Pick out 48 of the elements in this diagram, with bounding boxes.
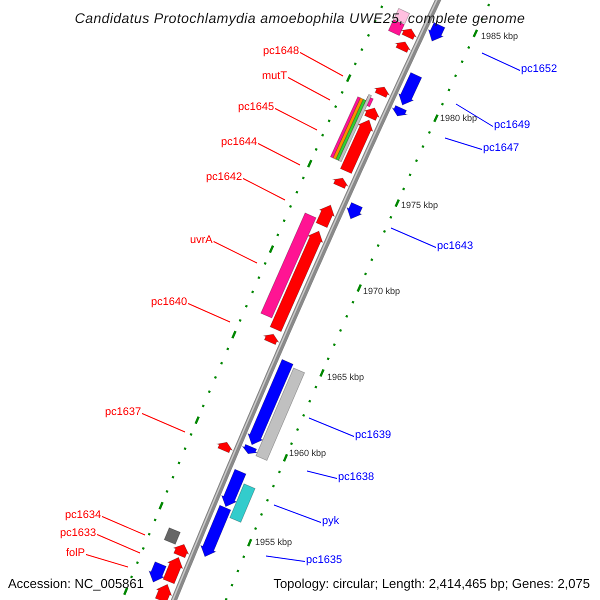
leader-line [274, 504, 322, 523]
position-tick-label: 1970 kbp [363, 286, 400, 296]
gene-label: pc1643 [437, 240, 474, 253]
leader-line [288, 77, 330, 100]
leader-line [266, 556, 306, 562]
gene-label: mutT [262, 70, 288, 83]
gene-label: folP [66, 547, 85, 560]
leader-line [390, 228, 436, 248]
gene-label: pc1634 [65, 509, 102, 522]
gene-label: pc1639 [355, 429, 392, 442]
leader-line [274, 108, 318, 130]
leader-line [102, 516, 146, 536]
diagram-title: Candidatus Protochlamydia amoebophila UWE25, complete genome [74, 10, 526, 26]
genome-info-text: Topology: circular; Length: 2,414,465 bp; Genes: 2,075 [273, 576, 590, 591]
leader-line [242, 178, 286, 200]
leader-line [142, 413, 186, 432]
leader-line [308, 418, 354, 437]
leader-line [213, 241, 258, 264]
position-tick-label: 1980 kbp [440, 113, 478, 123]
gene-label: pc1647 [483, 142, 520, 155]
position-tick-label: 1955 kbp [255, 537, 292, 547]
position-tick-label: 1985 kbp [481, 31, 518, 41]
leader-line [456, 104, 494, 127]
accession-text: Accession: NC_005861 [8, 576, 144, 591]
leader-line [482, 52, 520, 71]
position-tick-label: 1960 kbp [289, 448, 326, 458]
leader-line [258, 143, 300, 166]
gene-label: pc1637 [105, 406, 142, 419]
gene-label: pc1644 [221, 136, 258, 149]
leader-line [306, 470, 338, 479]
leader-line [96, 534, 140, 554]
gene-label: pc1633 [60, 527, 96, 540]
leader-line [86, 554, 128, 568]
gene-label: pc1648 [263, 45, 300, 58]
gene-label: pc1638 [338, 471, 374, 484]
leader-line [188, 303, 230, 322]
gene-label: pc1652 [521, 63, 558, 76]
position-tick-label: 1965 kbp [327, 372, 364, 382]
position-tick-label: 1975 kbp [401, 200, 438, 210]
gene-label: pc1640 [151, 296, 188, 309]
gene-label: uvrA [190, 234, 213, 247]
gene-label: pc1635 [306, 554, 342, 567]
leader-line [300, 52, 344, 76]
gene-label: pc1649 [494, 119, 530, 132]
gene-label: pc1645 [238, 101, 274, 114]
gene-label: pc1642 [206, 171, 242, 184]
leader-line [444, 138, 482, 150]
gene-label: pyk [322, 515, 340, 528]
